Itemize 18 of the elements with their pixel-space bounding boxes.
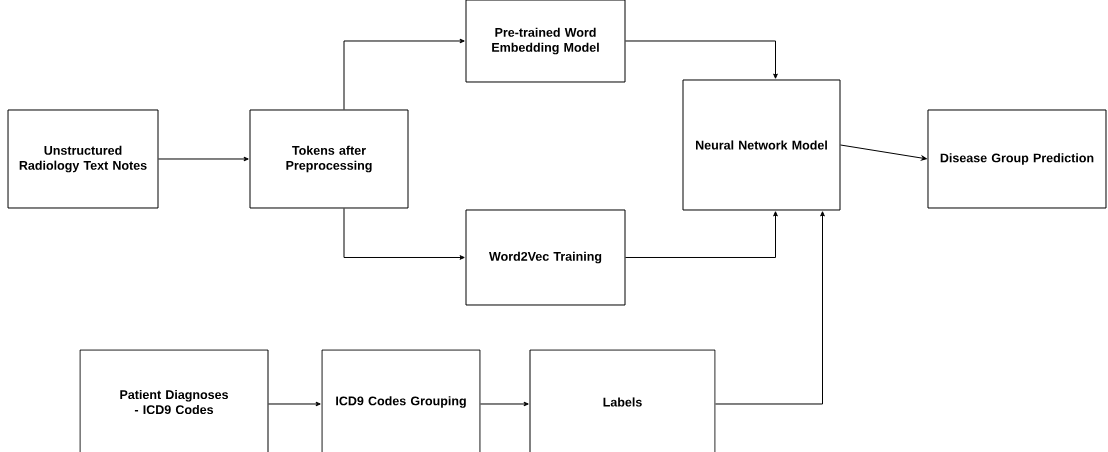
arrow [625,211,778,258]
process-box: ICD9 Codes Grouping [321,349,481,452]
process-box: Unstructured Radiology Text Notes [7,109,159,209]
process-box: Disease Group Prediction [927,109,1107,209]
arrow [715,211,825,405]
process-box: Patient Diagnoses - ICD9 Codes [79,349,269,452]
arrow [840,144,927,161]
arrow [158,156,249,162]
process-box: Pre-trained Word Embedding Model [465,0,626,83]
arrow [268,401,321,407]
process-box: Neural Network Model [682,79,841,211]
process-box: Word2Vec Training [465,209,626,306]
arrow [480,401,529,407]
arrow [343,208,465,260]
arrow [625,40,778,79]
arrow [343,38,465,110]
process-box: Tokens after Preprocessing [249,109,409,209]
process-box: Labels [529,349,716,452]
